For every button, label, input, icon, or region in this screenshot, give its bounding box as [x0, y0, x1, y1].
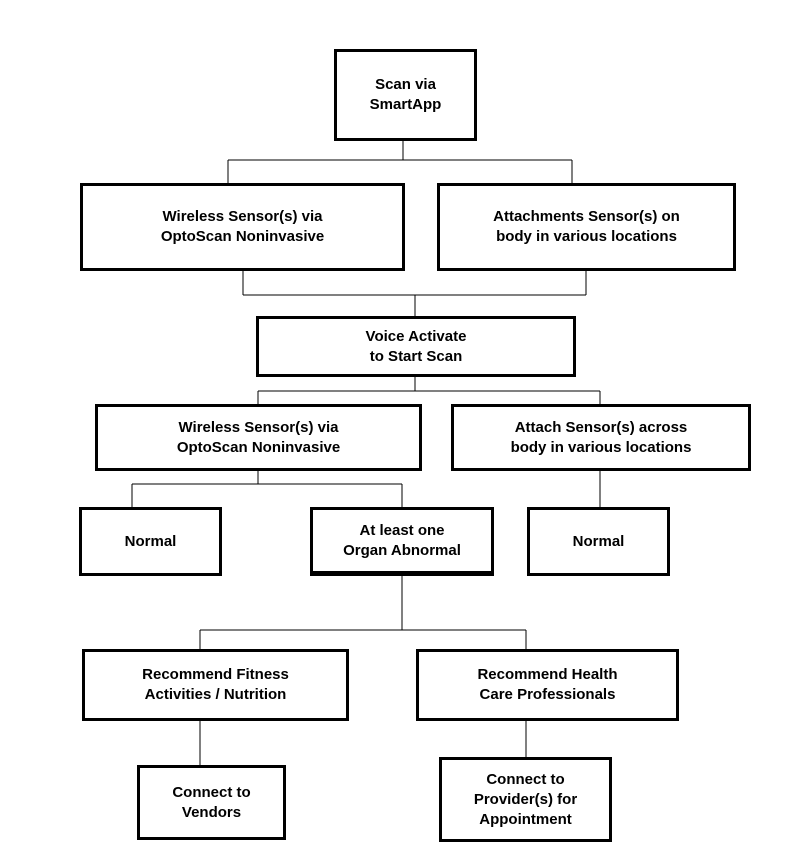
- node-label-line: Attachments Sensor(s) on: [493, 207, 680, 227]
- node-label-line: Recommend Health: [477, 665, 617, 685]
- node-label-line: Organ Abnormal: [343, 541, 461, 561]
- node-label-line: Voice Activate: [366, 327, 467, 347]
- wireless-sensor-optoscan-box: Wireless Sensor(s) viaOptoScan Noninvasi…: [80, 183, 405, 271]
- node-label-line: Scan via: [375, 75, 436, 95]
- node-label-line: Activities / Nutrition: [145, 685, 287, 705]
- attach-sensor-across-box: Attach Sensor(s) acrossbody in various l…: [451, 404, 751, 471]
- scan-via-smartapp-box: Scan viaSmartApp: [334, 49, 477, 141]
- node-label-line: Vendors: [182, 803, 241, 823]
- node-label-line: body in various locations: [511, 438, 692, 458]
- organ-abnormal-box: At least oneOrgan Abnormal: [310, 507, 494, 576]
- node-label-line: Wireless Sensor(s) via: [163, 207, 323, 227]
- attachments-sensor-box: Attachments Sensor(s) onbody in various …: [437, 183, 736, 271]
- node-label-line: At least one: [359, 521, 444, 541]
- node-label-line: body in various locations: [496, 227, 677, 247]
- node-label-line: Connect to: [172, 783, 250, 803]
- node-label-line: Care Professionals: [480, 685, 616, 705]
- connect-to-vendors-box: Connect toVendors: [137, 765, 286, 840]
- node-label-line: Appointment: [479, 810, 571, 830]
- node-label-line: Normal: [573, 532, 625, 552]
- node-label-line: to Start Scan: [370, 347, 463, 367]
- recommend-fitness-box: Recommend FitnessActivities / Nutrition: [82, 649, 349, 721]
- normal-box-left: Normal: [79, 507, 222, 576]
- wireless-sensor-optoscan-box-2: Wireless Sensor(s) viaOptoScan Noninvasi…: [95, 404, 422, 471]
- node-label-line: Wireless Sensor(s) via: [179, 418, 339, 438]
- node-label-line: Normal: [125, 532, 177, 552]
- node-label-line: Connect to: [486, 770, 564, 790]
- node-label-line: Provider(s) for: [474, 790, 577, 810]
- node-label-line: OptoScan Noninvasive: [161, 227, 324, 247]
- recommend-health-care-box: Recommend HealthCare Professionals: [416, 649, 679, 721]
- node-label-line: Recommend Fitness: [142, 665, 289, 685]
- node-label-line: Attach Sensor(s) across: [515, 418, 688, 438]
- node-label-line: SmartApp: [370, 95, 442, 115]
- normal-box-right: Normal: [527, 507, 670, 576]
- node-label-line: OptoScan Noninvasive: [177, 438, 340, 458]
- connect-to-providers-box: Connect toProvider(s) forAppointment: [439, 757, 612, 842]
- voice-activate-box: Voice Activateto Start Scan: [256, 316, 576, 377]
